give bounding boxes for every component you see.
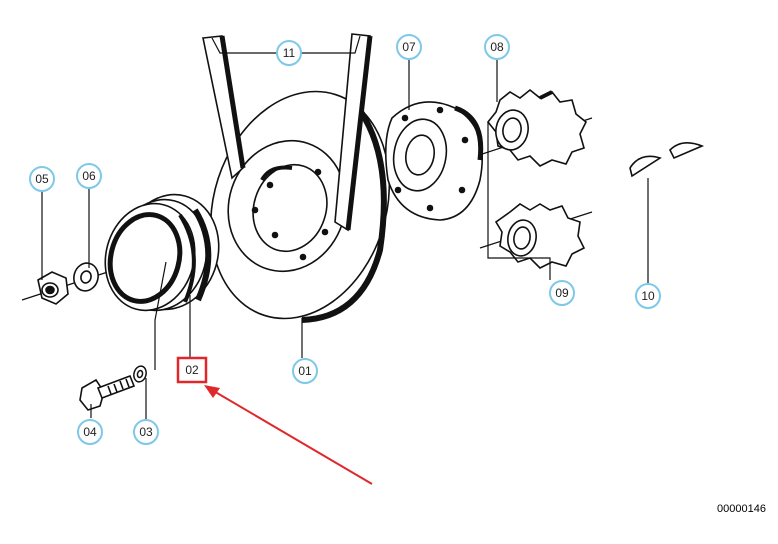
callout-08[interactable]: 08 [484,34,510,60]
callout-03[interactable]: 03 [133,419,159,445]
callout-02-label: 02 [185,363,199,377]
callout-11[interactable]: 11 [276,40,302,66]
callout-09-label: 09 [555,286,569,300]
callout-05-label: 05 [35,172,49,186]
callout-07-label: 07 [402,40,416,54]
part-09-sprocket [494,203,586,269]
callout-04[interactable]: 04 [77,419,103,445]
callout-05[interactable]: 05 [29,166,55,192]
part-05-nut [37,271,69,305]
part-07-hub [384,101,484,221]
callout-04-label: 04 [83,425,97,439]
callout-01[interactable]: 01 [292,358,318,384]
callout-01-label: 01 [298,364,312,378]
part-06-washer [73,262,99,292]
callout-10-label: 10 [641,289,655,303]
part-10-keys [629,142,705,178]
part-02-pulley [104,193,220,312]
leader-lines [41,35,649,420]
part-04-bolt [79,374,136,411]
part-08-sprocket [486,88,588,167]
callout-02-highlighted[interactable]: 02 [176,356,208,384]
callout-11-label: 11 [283,46,296,60]
callout-06[interactable]: 06 [76,163,102,189]
callout-09[interactable]: 09 [549,280,575,306]
highlight-arrow [204,385,373,485]
part-03-washer [133,365,147,383]
reference-number: 00000146 [717,503,766,515]
part-11-belt [202,33,373,232]
callout-03-label: 03 [139,425,153,439]
callout-07[interactable]: 07 [396,34,422,60]
callout-08-label: 08 [490,40,504,54]
callout-10[interactable]: 10 [635,283,661,309]
callout-06-label: 06 [82,169,96,183]
